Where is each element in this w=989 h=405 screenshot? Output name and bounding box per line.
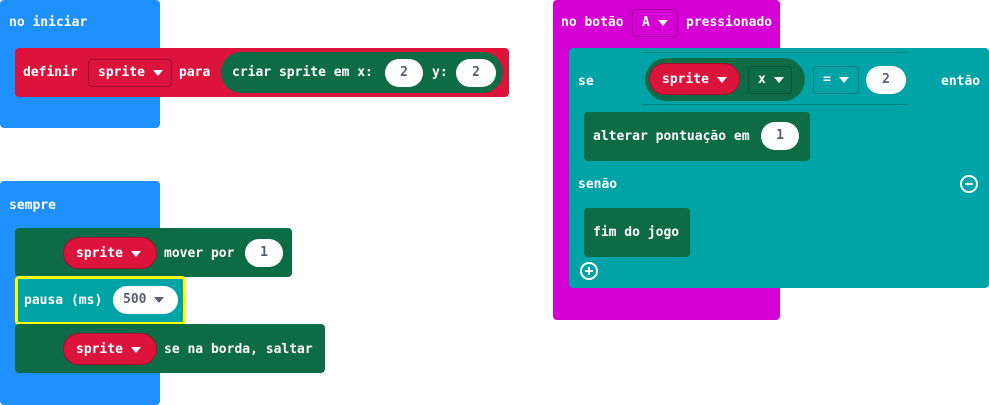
chevron-down-icon: [130, 250, 141, 257]
chevron-down-icon: [657, 19, 668, 26]
cond-sprite-variable-dropdown[interactable]: sprite: [649, 63, 740, 95]
on-button-suffix: pressionado: [686, 15, 773, 30]
sprite-variable-dropdown[interactable]: sprite: [88, 59, 172, 87]
else-label: senão: [578, 177, 618, 192]
on-button-prefix: no botão: [561, 15, 624, 30]
button-dropdown[interactable]: A: [632, 9, 678, 37]
set-label: definir: [23, 65, 78, 80]
chevron-down-icon: [838, 76, 849, 83]
create-sprite-label: criar sprite em x:: [232, 65, 373, 80]
score-delta-input[interactable]: 1: [761, 122, 799, 150]
chevron-down-icon: [152, 69, 163, 76]
y-label: y:: [432, 65, 448, 80]
pause-label: pausa (ms): [24, 293, 103, 308]
pause-duration-value: 500: [123, 292, 147, 307]
chevron-down-icon: [154, 296, 165, 303]
then-label: então: [941, 74, 981, 89]
chevron-down-icon: [716, 76, 727, 83]
cond-sprite-variable-name: sprite: [662, 72, 709, 87]
property-value: x: [758, 72, 766, 87]
property-dropdown[interactable]: x: [748, 66, 792, 94]
chevron-down-icon: [130, 346, 141, 353]
operator-value: =: [823, 72, 831, 87]
if-label: se: [578, 74, 594, 89]
bounce-sprite-variable-dropdown[interactable]: sprite: [63, 333, 157, 365]
forever-label: sempre: [9, 198, 56, 213]
move-label: mover por: [164, 246, 235, 261]
bounce-label: se na borda, saltar: [164, 342, 313, 357]
button-value: A: [642, 15, 650, 30]
bounce-sprite-variable-name: sprite: [76, 342, 123, 357]
to-label: para: [179, 65, 211, 80]
game-over-block[interactable]: [584, 208, 690, 257]
x-input[interactable]: 2: [385, 59, 423, 87]
move-sprite-variable-name: sprite: [76, 246, 123, 261]
move-steps-input[interactable]: 1: [245, 239, 283, 267]
move-sprite-variable-dropdown[interactable]: sprite: [63, 237, 157, 269]
compare-value-input[interactable]: 2: [866, 66, 906, 94]
game-over-label: fim do jogo: [593, 225, 680, 240]
pause-duration-dropdown[interactable]: 500: [113, 286, 178, 314]
change-score-label: alterar pontuação em: [593, 129, 750, 144]
chevron-down-icon: [773, 76, 784, 83]
sprite-variable-name: sprite: [98, 65, 145, 80]
y-input[interactable]: 2: [456, 59, 496, 87]
add-else-if-icon[interactable]: [580, 262, 598, 280]
operator-dropdown[interactable]: =: [813, 66, 859, 94]
remove-else-icon[interactable]: [960, 175, 978, 193]
on-start-label: no iniciar: [9, 15, 88, 30]
